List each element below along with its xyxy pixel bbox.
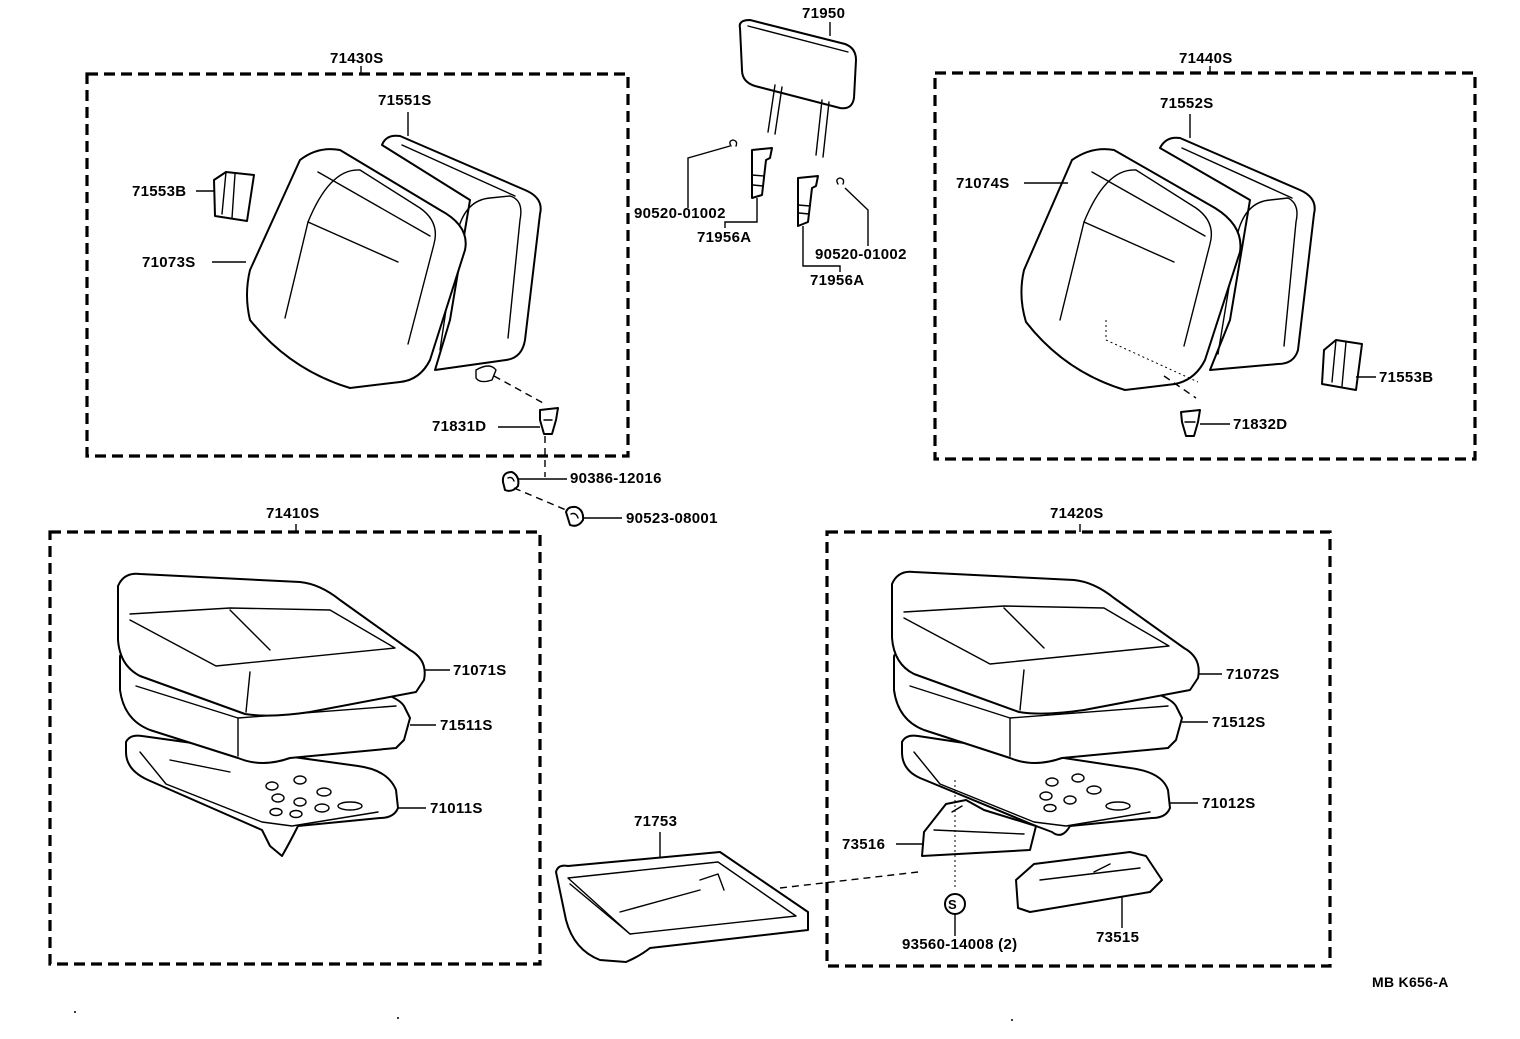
scan-specks	[74, 1011, 1013, 1021]
label-cushion-cover-right: 71072S	[1226, 666, 1280, 683]
group-box-71430S	[85, 66, 630, 458]
group-box-71410S	[48, 524, 542, 966]
group-box-71440S	[933, 66, 1477, 461]
label-support-right: 71956A	[810, 272, 865, 289]
left-cushion-drawing	[117, 572, 450, 857]
label-back-cover-right: 71074S	[956, 175, 1010, 192]
right-cushion-drawing	[891, 570, 1222, 936]
label-screw: 93560-14008 (2)	[902, 936, 1018, 953]
label-clip-a: 90386-12016	[570, 470, 662, 487]
label-back-cover-left: 71073S	[142, 254, 196, 271]
label-bracket-b: 73515	[1096, 929, 1140, 946]
label-cushion-frame-left: 71011S	[430, 800, 483, 817]
label-back-pad-right: 71552S	[1160, 95, 1214, 112]
group-label-cushion-right: 71420S	[1050, 505, 1104, 522]
label-cushion-pad-left: 71511S	[440, 717, 493, 734]
label-hook-left: 71553B	[132, 183, 187, 200]
label-bracket-a: 73516	[842, 836, 886, 853]
label-clip-b: 90523-08001	[626, 510, 718, 527]
label-support-left: 71956A	[697, 229, 752, 246]
screw-symbol-letter: S	[948, 897, 957, 912]
label-support-left-clip: 90520-01002	[634, 205, 726, 222]
right-seatback-drawing	[1020, 114, 1376, 437]
label-back-pad-left: 71551S	[378, 92, 432, 109]
label-tray: 71753	[634, 813, 678, 830]
label-headrest: 71950	[802, 5, 846, 22]
clips-drawing	[501, 436, 622, 527]
label-bushing-right: 71832D	[1233, 416, 1288, 433]
label-cushion-cover-left: 71071S	[453, 662, 507, 679]
label-cushion-frame-right: 71012S	[1202, 795, 1256, 812]
tray-drawing	[555, 832, 919, 963]
label-hook-right: 71553B	[1379, 369, 1434, 386]
headrest-drawing	[687, 19, 869, 272]
group-box-71420S	[825, 524, 1332, 968]
reference-code: MB K656-A	[1372, 974, 1449, 990]
label-bushing-left: 71831D	[432, 418, 487, 435]
group-label-cushion-left: 71410S	[266, 505, 320, 522]
label-support-right-clip: 90520-01002	[815, 246, 907, 263]
label-cushion-pad-right: 71512S	[1212, 714, 1266, 731]
left-seatback-drawing	[196, 112, 559, 435]
group-label-front-back-right: 71440S	[1179, 50, 1233, 67]
group-label-front-back-left: 71430S	[330, 50, 384, 67]
